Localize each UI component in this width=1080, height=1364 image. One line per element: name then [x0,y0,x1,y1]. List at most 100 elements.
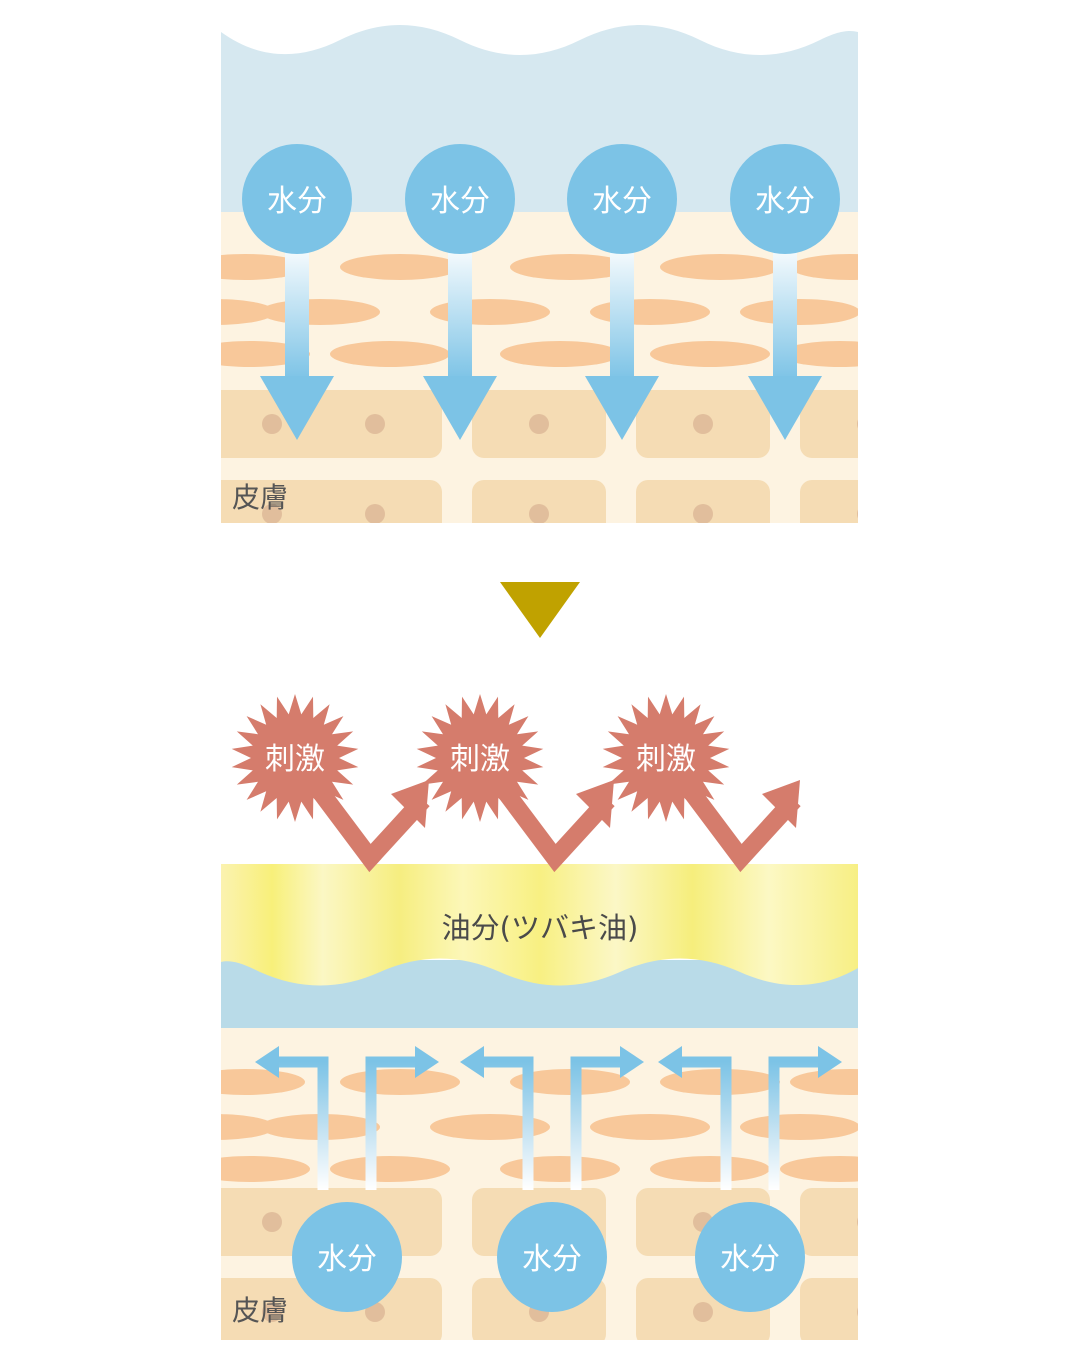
moisture-circle [695,1202,805,1312]
moisture-arrow-shaft [285,240,309,380]
top-skin-panel [221,25,858,523]
moisture-arrow-right-head [415,1046,439,1078]
moisture-arrow-left-head [658,1046,682,1078]
oval-cell [260,299,380,325]
moisture-circle [242,144,352,254]
moisture-label: 水分 [755,184,815,219]
cell-nucleus [857,509,858,519]
irritation-starburst [416,694,544,822]
moisture-label: 水分 [267,184,327,219]
moisture-arrow-right [570,1056,626,1190]
oval-cell [590,1114,710,1140]
oval-cell [500,341,620,367]
moisture-label: 水分 [317,1242,377,1277]
cell-nucleus [262,414,282,434]
irritation-arrow-head [762,780,800,828]
moisture-arrow-shaft [773,240,797,380]
cell-nucleus [365,504,385,523]
block-cell [636,480,770,523]
oval-cell [340,254,460,280]
bottom-moisture-circles: 水分水分水分 [292,1202,805,1312]
block-cell [800,1278,858,1340]
cell-nucleus [857,419,858,429]
moisture-arrow-left-head [255,1046,279,1078]
top-water-layer [221,25,858,212]
moisture-label: 水分 [592,184,652,219]
top-moisture-circles: 水分 水分 水分 水分 [242,144,840,254]
moisture-arrow-right [365,1056,421,1190]
block-cell [308,480,442,523]
cell-nucleus [857,1307,858,1317]
block-cell [472,480,606,523]
irritation-starbursts: 刺激刺激刺激 [231,694,730,822]
moisture-circle [730,144,840,254]
moisture-arrow-head [260,376,334,440]
oval-cell [330,341,450,367]
oval-cell [510,254,630,280]
oval-cell [330,1156,450,1182]
oval-cell [650,341,770,367]
oval-cell [500,1156,620,1182]
bottom-moisture-arrows [255,1046,842,1190]
moisture-circle [292,1202,402,1312]
cell-nucleus [693,414,713,434]
top-skin-label: 皮膚 [232,481,288,514]
irritation-arrow-head [576,780,614,828]
bottom-skin-label: 皮膚 [232,1294,288,1327]
moisture-arrow-head [423,376,497,440]
cell-nucleus [365,1302,385,1322]
oval-cell [740,299,858,325]
moisture-arrow-left [478,1056,534,1190]
cell-nucleus [529,414,549,434]
moisture-arrow-shaft [610,240,634,380]
cell-nucleus [693,504,713,523]
top-moisture-arrows [260,240,822,440]
oval-cell [740,1114,858,1140]
moisture-arrow-head [748,376,822,440]
down-triangle-icon [500,582,580,638]
oval-cell [221,254,305,280]
cell-nucleus [857,1217,858,1227]
moisture-arrow-shaft [448,240,472,380]
moisture-arrow-right-head [818,1046,842,1078]
cell-nucleus [365,414,385,434]
oval-cell [780,341,858,367]
moisture-label: 水分 [522,1242,582,1277]
oval-cell [221,299,275,325]
moisture-arrow-left-head [460,1046,484,1078]
moisture-arrow-head [585,376,659,440]
oval-cell [590,299,710,325]
block-cell [800,1188,858,1256]
block-cell [800,390,858,458]
oval-cell [660,1069,780,1095]
oval-cell [221,1114,275,1140]
moisture-circle [497,1202,607,1312]
cell-nucleus [262,504,282,523]
oval-cell [650,1156,770,1182]
cell-nucleus [262,1212,282,1232]
cell-nucleus [262,1302,282,1322]
irritation-label: 刺激 [636,742,696,777]
oval-cell [510,1069,630,1095]
irritation-arrow-head [391,780,429,828]
oil-layer-label: 油分(ツバキ油) [442,911,639,945]
moisture-label: 水分 [430,184,490,219]
irritation-label: 刺激 [265,742,325,777]
moisture-arrow-right [768,1056,824,1190]
oval-cell [340,1069,460,1095]
cell-nucleus [529,504,549,523]
oval-cell [221,1069,305,1095]
moisture-circle [567,144,677,254]
oval-cell [790,1069,858,1095]
cell-nucleus [693,1302,713,1322]
irritation-starburst [602,694,730,822]
oval-cell [430,1114,550,1140]
oval-cell [780,1156,858,1182]
irritation-starburst [231,694,359,822]
oval-cell [790,254,858,280]
moisture-circle [405,144,515,254]
moisture-arrow-right-head [620,1046,644,1078]
irritation-bounce-arrows [287,752,801,873]
oval-cell [221,1156,310,1182]
